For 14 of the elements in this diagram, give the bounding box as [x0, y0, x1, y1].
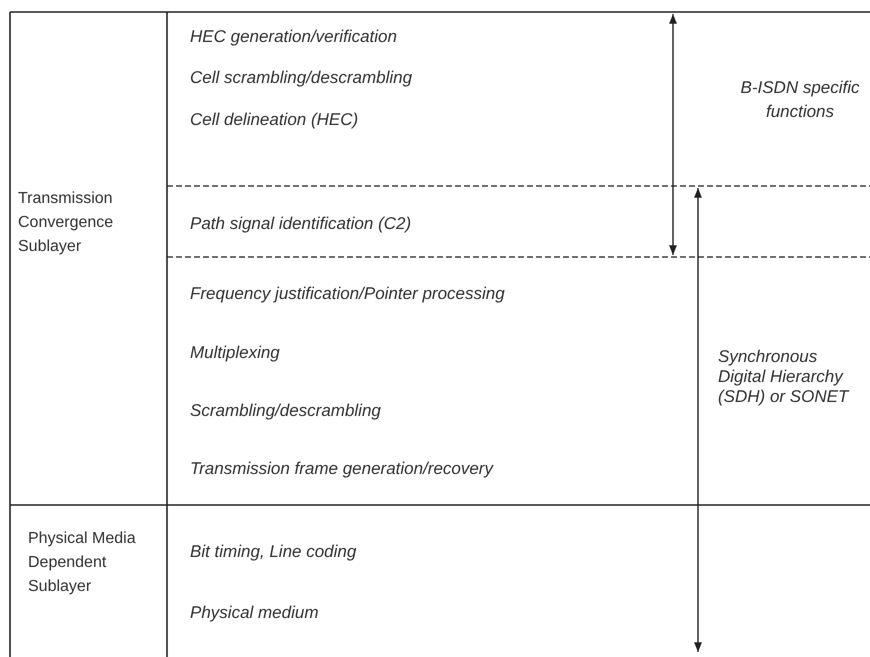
function-label: Cell delineation (HEC) [190, 109, 360, 131]
range-label: B-ISDN specific functions [739, 77, 861, 123]
sublayer-label: Transmission Convergence Sublayer [18, 189, 114, 257]
sublayer-label: Physical Media Dependent Sublayer [28, 529, 137, 597]
function-label: Path signal identification (C2) [190, 213, 412, 235]
function-label: Physical medium [190, 602, 320, 624]
function-label: HEC generation/verification [190, 26, 398, 48]
function-label: Transmission frame generation/recovery [190, 458, 495, 480]
function-label: Multiplexing [190, 342, 281, 364]
range-label: Synchronous Digital Hierarchy (SDH) or SONET [718, 347, 850, 407]
function-label: Cell scrambling/descrambling [190, 67, 414, 89]
function-label: Frequency justification/Pointer processing [190, 283, 506, 305]
function-label: Bit timing, Line coding [190, 541, 358, 563]
function-label: Scrambling/descrambling [190, 400, 382, 422]
